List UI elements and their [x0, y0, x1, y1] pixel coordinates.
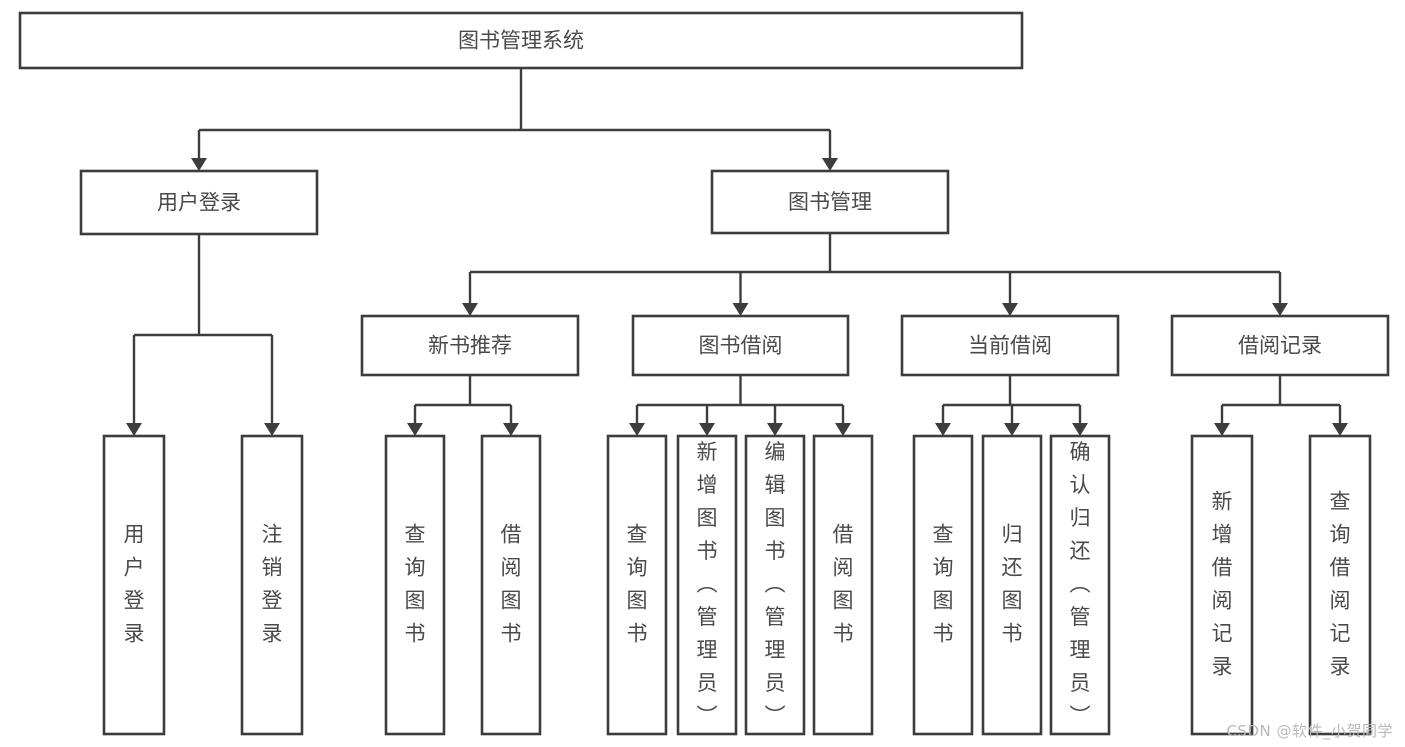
arrow-head-icon [1072, 423, 1088, 436]
node-new-book-recommend[interactable]: 新书推荐 [360, 314, 580, 377]
node-box[interactable] [900, 314, 1120, 377]
connector-group [407, 375, 519, 436]
arrow-head-icon [1272, 303, 1288, 316]
node-label: 借阅记录 [1238, 334, 1322, 358]
node-leaf-user-logout[interactable]: 注销登录 [240, 434, 304, 736]
connector-group [1214, 375, 1348, 436]
node-label: 图书管理 [788, 190, 872, 214]
node-box[interactable] [1170, 314, 1390, 377]
arrow-head-icon [732, 303, 749, 316]
connector-group [126, 234, 280, 436]
node-label: 图书借阅 [699, 334, 783, 358]
node-box[interactable] [912, 434, 974, 736]
node-label: 用户登录 [124, 523, 145, 646]
node-leaf-return-book[interactable]: 归还图书 [981, 434, 1043, 736]
node-leaf-edit-book[interactable]: 编辑图书︵管理员︶ [744, 434, 806, 736]
node-book-borrow[interactable]: 图书借阅 [631, 314, 850, 377]
node-label: 用户登录 [157, 191, 241, 215]
node-box[interactable] [384, 434, 446, 736]
node-label: 查询图书 [627, 523, 648, 646]
arrow-head-icon [1002, 303, 1018, 316]
node-label: 借阅图书 [833, 523, 854, 646]
node-label: 新增图书︵管理员︶ [697, 440, 718, 728]
node-leaf-confirm-return[interactable]: 确认归还︵管理员︶ [1049, 434, 1111, 736]
node-label: 确认归还︵管理员︶ [1070, 440, 1091, 728]
node-box[interactable] [631, 314, 850, 377]
arrow-head-icon [126, 423, 142, 436]
arrow-head-icon [835, 423, 851, 436]
connector-group [191, 68, 838, 171]
node-label: 编辑图书︵管理员︶ [765, 440, 786, 728]
node-label: 注销登录 [262, 523, 283, 646]
node-label: 图书管理系统 [458, 29, 584, 53]
arrow-head-icon [767, 423, 783, 436]
arrow-head-icon [503, 423, 519, 436]
node-leaf-query-book-3[interactable]: 查询图书 [912, 434, 974, 736]
arrow-head-icon [191, 158, 207, 171]
node-box[interactable] [1049, 434, 1111, 736]
watermark-text: CSDN @软件_小贺同学 [1226, 722, 1393, 740]
arrow-head-icon [699, 423, 715, 436]
connectors-layer [126, 68, 1348, 436]
node-borrow-record[interactable]: 借阅记录 [1170, 314, 1390, 377]
node-leaf-add-record[interactable]: 新增借阅记录 [1190, 434, 1254, 736]
node-box[interactable] [1190, 434, 1254, 736]
node-box[interactable] [18, 11, 1024, 70]
arrow-head-icon [407, 423, 423, 436]
node-leaf-borrow-book-2[interactable]: 借阅图书 [812, 434, 874, 736]
node-label: 当前借阅 [968, 334, 1052, 358]
node-book-manage[interactable]: 图书管理 [710, 169, 950, 235]
arrow-head-icon [935, 423, 951, 436]
nodes-layer: 图书管理系统用户登录图书管理新书推荐图书借阅当前借阅借阅记录用户登录注销登录查询… [18, 11, 1390, 736]
node-label: 新增借阅记录 [1212, 490, 1233, 679]
node-box[interactable] [360, 314, 580, 377]
node-label: 查询图书 [933, 523, 954, 646]
node-leaf-query-book-1[interactable]: 查询图书 [384, 434, 446, 736]
node-leaf-add-book[interactable]: 新增图书︵管理员︶ [676, 434, 738, 736]
connector-group [629, 375, 851, 436]
node-label: 查询借阅记录 [1330, 490, 1351, 679]
node-box[interactable] [102, 434, 166, 736]
node-box[interactable] [1308, 434, 1372, 736]
node-box[interactable] [710, 169, 950, 235]
node-label: 借阅图书 [501, 523, 522, 646]
arrow-head-icon [822, 158, 838, 171]
node-box[interactable] [480, 434, 542, 736]
arrow-head-icon [629, 423, 645, 436]
node-box[interactable] [981, 434, 1043, 736]
node-box[interactable] [79, 169, 319, 236]
connector-group [462, 233, 1288, 316]
node-box[interactable] [606, 434, 668, 736]
node-label: 归还图书 [1002, 523, 1023, 646]
node-current-borrow[interactable]: 当前借阅 [900, 314, 1120, 377]
node-user-login[interactable]: 用户登录 [79, 169, 319, 236]
node-root[interactable]: 图书管理系统 [18, 11, 1024, 70]
node-box[interactable] [676, 434, 738, 736]
node-leaf-borrow-book-1[interactable]: 借阅图书 [480, 434, 542, 736]
connector-group [935, 375, 1088, 436]
node-leaf-user-login[interactable]: 用户登录 [102, 434, 166, 736]
arrow-head-icon [264, 423, 280, 436]
node-box[interactable] [240, 434, 304, 736]
arrow-head-icon [1004, 423, 1020, 436]
node-box[interactable] [744, 434, 806, 736]
arrow-head-icon [462, 303, 478, 316]
arrow-head-icon [1332, 423, 1348, 436]
arrow-head-icon [1214, 423, 1230, 436]
node-leaf-query-record[interactable]: 查询借阅记录 [1308, 434, 1372, 736]
node-label: 查询图书 [405, 523, 426, 646]
node-leaf-query-book-2[interactable]: 查询图书 [606, 434, 668, 736]
node-label: 新书推荐 [428, 334, 512, 358]
node-box[interactable] [812, 434, 874, 736]
